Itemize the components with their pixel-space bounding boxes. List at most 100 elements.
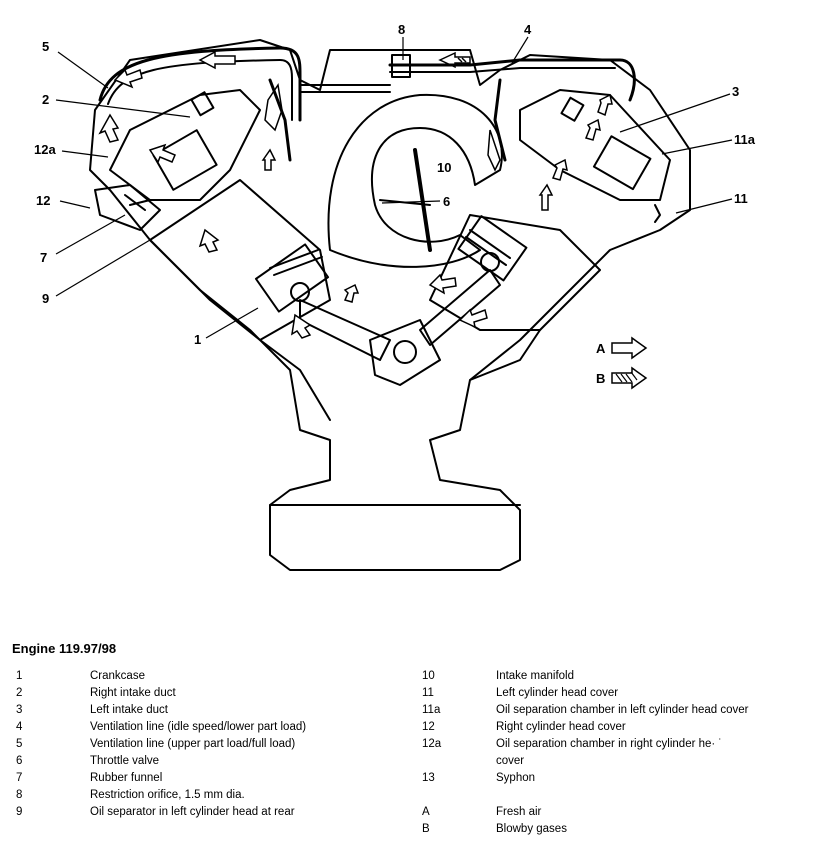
legend-text: Rubber funnel	[90, 772, 163, 784]
fresh-air-arrow	[261, 148, 277, 171]
legend-row: 13 Syphon	[422, 770, 812, 787]
legend-num: B	[422, 823, 430, 835]
right-conrod	[419, 269, 501, 346]
legend-text: Ventilation line (idle speed/lower part …	[90, 721, 307, 733]
fresh-air-arrow	[198, 50, 236, 70]
legend-text: Fresh air	[496, 806, 542, 818]
legend-text: Restriction orifice, 1.5 mm dia.	[90, 789, 245, 801]
oil-separator	[94, 184, 161, 231]
legend-num: 10	[422, 670, 435, 682]
fresh-air-arrow	[291, 313, 312, 339]
left-conrod	[299, 299, 391, 361]
callout-1: 1	[194, 332, 201, 347]
legend-row: 2 Right intake duct	[16, 685, 406, 702]
callout-5: 5	[42, 39, 49, 54]
legend-row: cover	[422, 753, 812, 770]
legend-row: 11a Oil separation chamber in left cylind…	[422, 702, 812, 719]
crankshaft	[369, 319, 441, 386]
left-piston	[254, 243, 330, 313]
legend-text: Right intake duct	[90, 687, 176, 699]
legend-num: 7	[16, 772, 23, 784]
legend-num: 11a	[422, 704, 441, 716]
callout-9: 9	[42, 291, 49, 306]
blowby-arrow	[487, 129, 501, 172]
legend-fresh-air-arrow	[611, 336, 648, 360]
legend-text: Blowby gases	[496, 823, 567, 835]
legend-row: 6 Throttle valve	[16, 753, 406, 770]
legend-row: 12 Right cylinder head cover	[422, 719, 812, 736]
callout-12: 12	[36, 193, 50, 208]
throttle-valve	[413, 148, 432, 252]
legend-num: A	[422, 806, 430, 818]
rubber-funnel	[124, 194, 151, 211]
blowby-arrow	[438, 51, 471, 69]
legend-row: 1 Crankcase	[16, 668, 406, 685]
legend-row: B Blowby gases	[422, 821, 812, 838]
fresh-air-arrow	[148, 143, 176, 164]
engine-diagram: 5 2 12a 12 7 9 1 8 4 3 11a 11 10 6 A B	[34, 22, 756, 571]
callout-11: 11	[734, 191, 748, 206]
legend-row: 10 Intake manifold	[422, 668, 812, 685]
callout-3: 3	[732, 84, 739, 99]
fresh-air-arrow	[98, 113, 120, 143]
legend-title: Engine 119.97/98	[12, 641, 117, 656]
fresh-air-arrow	[597, 93, 613, 117]
ventilation-line-4	[388, 58, 636, 102]
engine-block-outline	[89, 39, 691, 571]
legend-row: 8 Restriction orifice, 1.5 mm dia.	[16, 787, 406, 804]
fresh-air-arrow	[458, 308, 488, 329]
legend-text: Right cylinder head cover	[496, 721, 626, 733]
legend-text: Ventilation line (upper part load/full l…	[90, 738, 296, 750]
callout-12a: 12a	[34, 142, 56, 157]
callout-4: 4	[524, 22, 532, 37]
legend-text: Syphon	[496, 772, 536, 784]
right-intake-duct	[109, 89, 261, 201]
legend-num: 6	[16, 755, 23, 767]
legend-text: Left cylinder head cover	[496, 687, 619, 699]
left-intake-duct	[519, 89, 671, 201]
callout-8: 8	[398, 22, 405, 37]
legend-text: Throttle valve	[90, 755, 160, 767]
callout-7: 7	[40, 250, 47, 265]
legend-text: Crankcase	[90, 670, 145, 682]
legend-row: 4 Ventilation line (idle speed/lower part…	[16, 719, 406, 736]
legend-num: 3	[16, 704, 23, 716]
legend-text: Oil separation chamber in right cylinder…	[496, 738, 723, 750]
legend-num: 2	[16, 687, 23, 699]
intake-manifold-shape	[327, 93, 503, 268]
fresh-air-arrow	[113, 68, 143, 89]
legend-num	[422, 753, 496, 770]
legend-num: 8	[16, 789, 23, 801]
legend-row: A Fresh air	[422, 804, 812, 821]
callout-A: A	[596, 341, 606, 356]
fresh-air-arrow	[428, 273, 457, 295]
legend-text: Oil separation chamber in left cylinder …	[496, 704, 749, 716]
legend-num: 4	[16, 721, 23, 733]
legend-row: 12a Oil separation chamber in right cylin…	[422, 736, 812, 753]
legend-num: 9	[16, 806, 23, 818]
legend-text: Intake manifold	[496, 670, 574, 682]
legend-num: 13	[422, 772, 435, 784]
ventilation-line-5	[98, 46, 302, 122]
fresh-air-arrow	[551, 158, 568, 181]
legend-text: Oil separator in left cylinder head at r…	[90, 806, 295, 818]
legend-num: 12	[422, 721, 435, 733]
left-cylinder-bank	[149, 179, 331, 341]
callout-2: 2	[42, 92, 49, 107]
callout-10: 10	[437, 160, 451, 175]
blowby-arrow	[264, 82, 283, 132]
callout-B: B	[596, 371, 605, 386]
fresh-air-arrow	[538, 183, 554, 211]
callout-11a: 11a	[734, 132, 756, 147]
legend-gap	[422, 787, 812, 804]
legend-text: cover	[496, 755, 525, 767]
legend-num: 1	[16, 670, 23, 682]
right-cylinder-bank	[429, 214, 601, 331]
callout-6: 6	[443, 194, 450, 209]
legend-num: 12a	[422, 738, 442, 750]
